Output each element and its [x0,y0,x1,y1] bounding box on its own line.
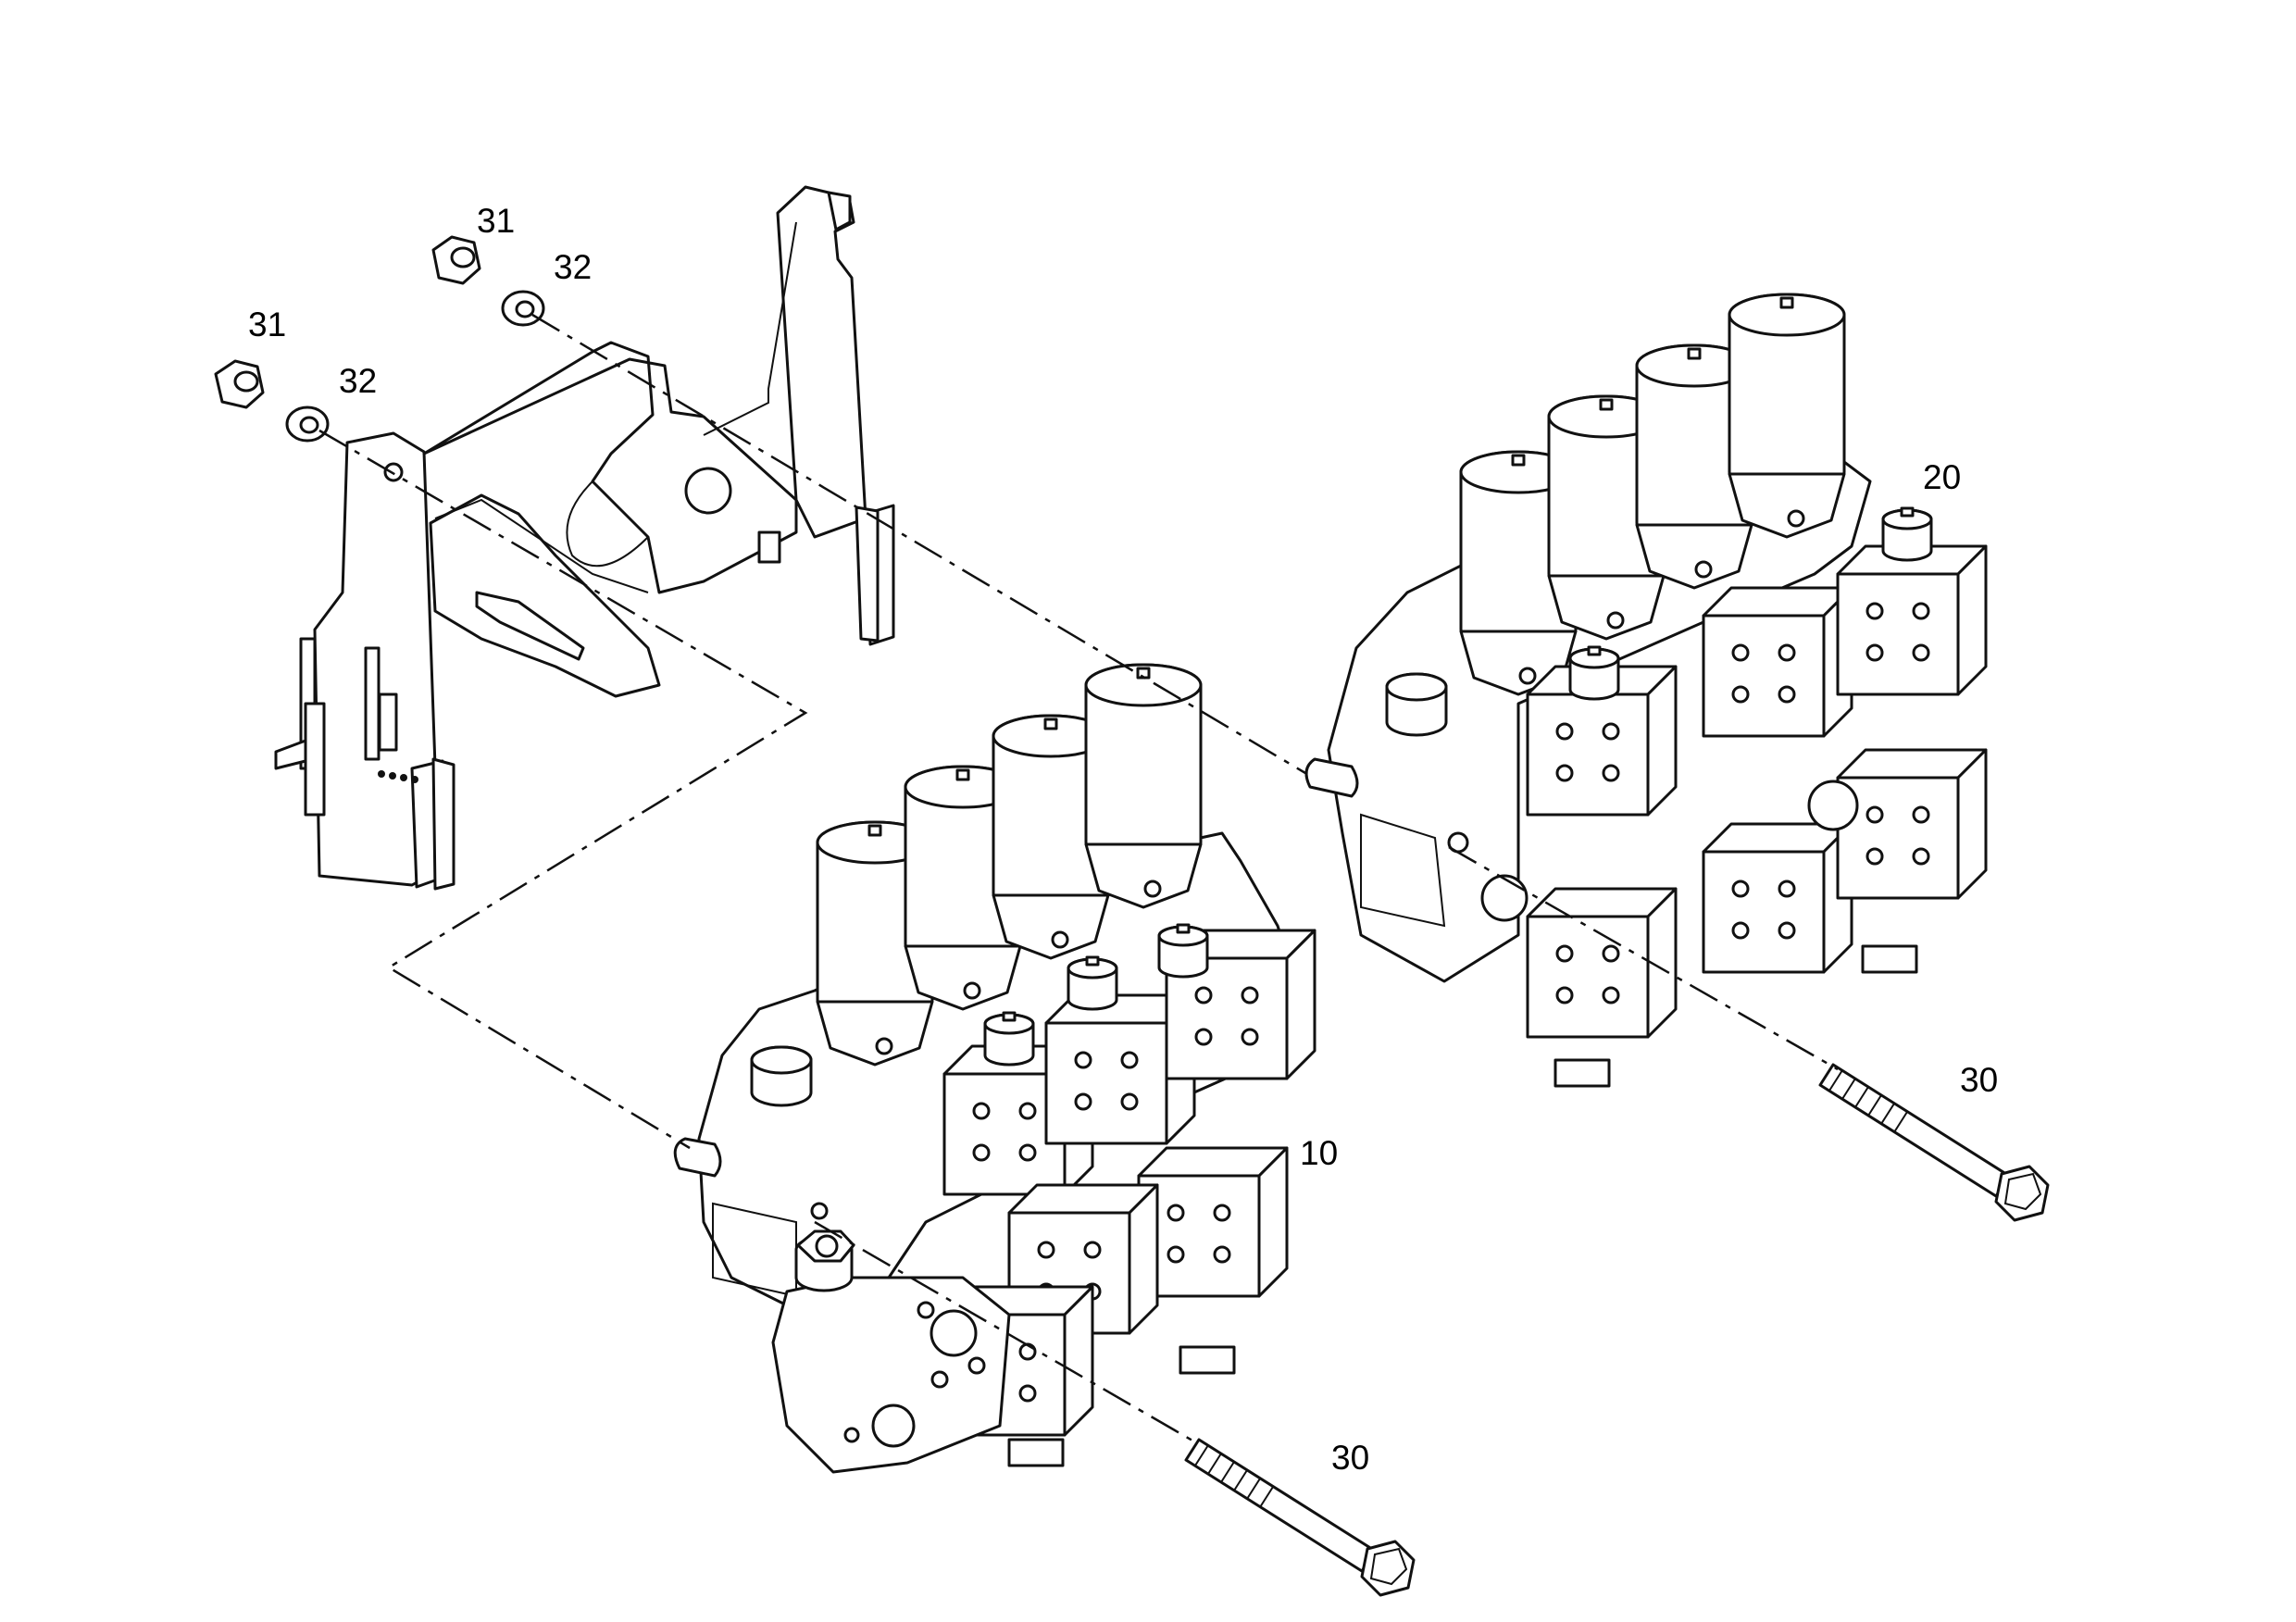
nut-31-lower [214,359,265,409]
callout-bolt-right: 30 [1960,1061,1999,1099]
valve-block-20 [1304,293,1988,1088]
callout-valve-block-20: 20 [1923,458,1962,496]
nut-31-upper [431,235,481,285]
washer-32-upper [501,290,545,327]
washer-32-lower [285,406,330,443]
assembly-centerlines [318,313,1839,1446]
callout-valve-block-10: 10 [1300,1134,1339,1172]
bolt-30-left [1184,1438,1416,1597]
callout-washer-lower: 32 [339,362,378,400]
bolt-30-right [1818,1063,2050,1222]
mounting-frame [274,185,895,891]
callout-nut-upper: 31 [477,202,516,240]
valve-block-10 [673,663,1316,1474]
callout-nut-lower: 31 [248,306,287,343]
callout-washer-upper: 32 [554,248,593,286]
callout-bolt-left: 30 [1331,1439,1370,1477]
